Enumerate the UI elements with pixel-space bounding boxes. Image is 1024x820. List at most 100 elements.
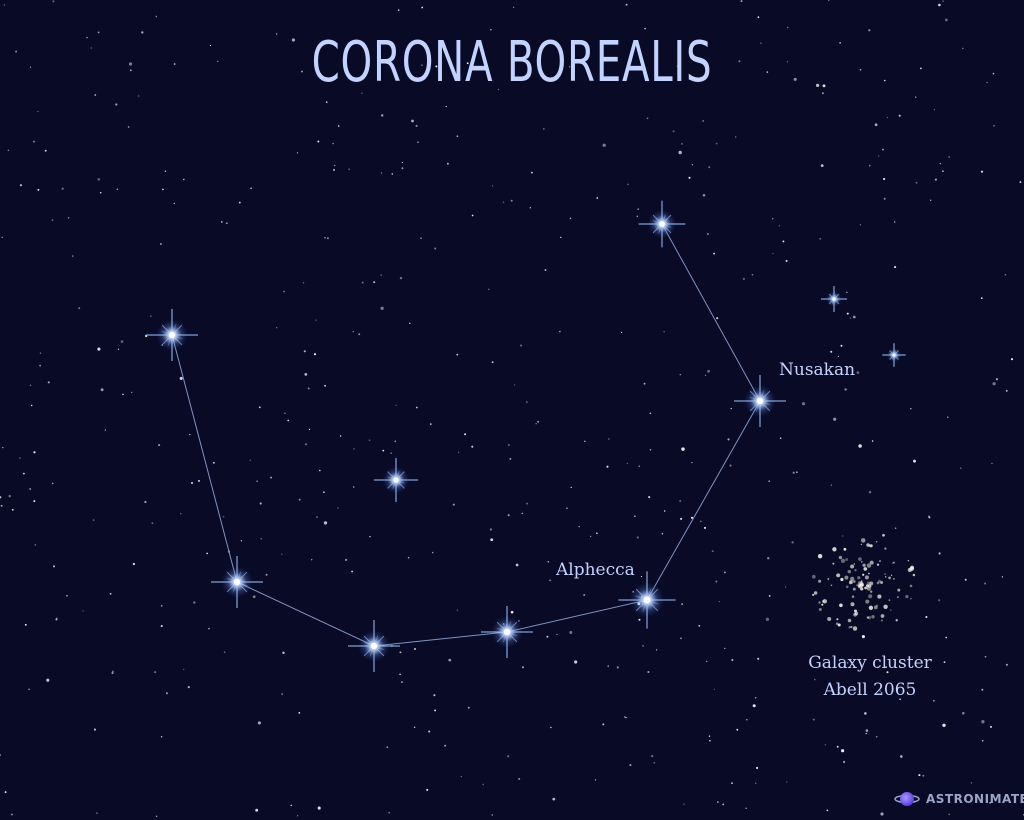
- star-4: [481, 606, 533, 658]
- background-star: [784, 586, 787, 588]
- background-star: [131, 391, 133, 394]
- background-star: [413, 726, 416, 729]
- background-star: [812, 718, 815, 721]
- background-star: [250, 187, 252, 190]
- background-star: [456, 353, 459, 356]
- star-core: [643, 596, 651, 604]
- background-star: [217, 60, 219, 63]
- cluster-galaxy: [889, 609, 892, 612]
- cluster-galaxy: [848, 581, 853, 585]
- background-star: [82, 610, 84, 612]
- background-star: [883, 197, 886, 200]
- cluster-galaxy: [818, 579, 822, 583]
- cluster-galaxy: [895, 619, 898, 622]
- background-star: [66, 594, 68, 597]
- background-star: [301, 70, 303, 73]
- cluster-galaxy: [869, 560, 874, 565]
- background-star: [550, 726, 552, 729]
- cluster-galaxy: [862, 563, 866, 567]
- background-star: [164, 170, 167, 172]
- background-star: [429, 423, 432, 425]
- background-star: [962, 47, 964, 50]
- background-star: [33, 500, 36, 503]
- background-star: [518, 777, 521, 781]
- background-star: [399, 276, 403, 280]
- background-star: [760, 42, 762, 44]
- background-star: [487, 288, 490, 291]
- background-star: [574, 660, 578, 664]
- cluster-galaxy: [840, 577, 844, 582]
- background-star: [158, 444, 161, 447]
- background-star: [414, 648, 416, 650]
- background-star: [757, 16, 760, 19]
- background-star: [100, 388, 104, 392]
- background-star: [284, 412, 286, 414]
- background-star: [948, 813, 950, 815]
- cluster-galaxy: [860, 587, 864, 591]
- background-star: [529, 207, 532, 209]
- background-star: [785, 259, 788, 262]
- background-star: [680, 517, 683, 520]
- background-star: [947, 416, 949, 418]
- background-star: [648, 496, 651, 499]
- background-star: [255, 808, 259, 812]
- background-star: [240, 540, 243, 542]
- background-star: [394, 440, 397, 443]
- star-9: [821, 286, 847, 312]
- background-star: [526, 401, 528, 403]
- background-star: [28, 688, 30, 691]
- background-star: [839, 42, 841, 44]
- background-star: [53, 565, 55, 568]
- background-star: [638, 618, 641, 621]
- cluster-galaxy: [866, 581, 871, 586]
- cluster-galaxy: [845, 558, 849, 561]
- cluster-galaxy: [858, 583, 863, 588]
- cluster-galaxy: [836, 618, 839, 621]
- background-star: [992, 382, 996, 386]
- background-star: [882, 533, 885, 537]
- background-star: [46, 678, 50, 682]
- cluster-galaxy: [836, 573, 841, 578]
- background-star: [307, 387, 310, 390]
- background-star: [37, 110, 39, 113]
- cluster-galaxy: [862, 573, 865, 576]
- background-star: [160, 605, 163, 607]
- cluster-galaxy: [892, 561, 895, 564]
- background-star: [353, 486, 355, 488]
- background-star: [129, 69, 132, 72]
- background-star: [521, 666, 525, 669]
- background-star: [507, 755, 510, 758]
- background-star: [1004, 273, 1007, 276]
- background-star: [980, 297, 983, 299]
- background-star: [1, 236, 3, 239]
- background-star: [257, 721, 261, 725]
- cluster-galaxy: [868, 605, 874, 610]
- background-star: [865, 732, 867, 735]
- background-star: [109, 592, 112, 595]
- background-star: [596, 532, 598, 534]
- cluster-galaxy: [857, 576, 861, 580]
- background-star: [154, 671, 157, 674]
- constellation-stars: [146, 200, 906, 672]
- background-star: [270, 476, 273, 479]
- cluster-galaxy: [827, 617, 832, 621]
- background-star: [93, 728, 96, 731]
- background-star: [165, 692, 168, 695]
- background-star: [324, 384, 326, 387]
- background-star: [981, 739, 984, 742]
- background-star: [353, 448, 355, 450]
- background-star: [421, 64, 423, 66]
- background-star: [830, 484, 833, 486]
- star-7: [638, 200, 686, 248]
- background-star: [1001, 576, 1004, 578]
- background-star: [690, 516, 694, 519]
- background-star: [713, 688, 715, 690]
- background-star: [104, 429, 106, 431]
- background-star: [830, 350, 833, 353]
- background-star: [842, 535, 844, 537]
- background-star: [679, 373, 682, 376]
- background-star: [395, 404, 397, 407]
- background-star: [856, 371, 860, 374]
- star-core: [756, 397, 764, 405]
- background-star: [986, 81, 988, 84]
